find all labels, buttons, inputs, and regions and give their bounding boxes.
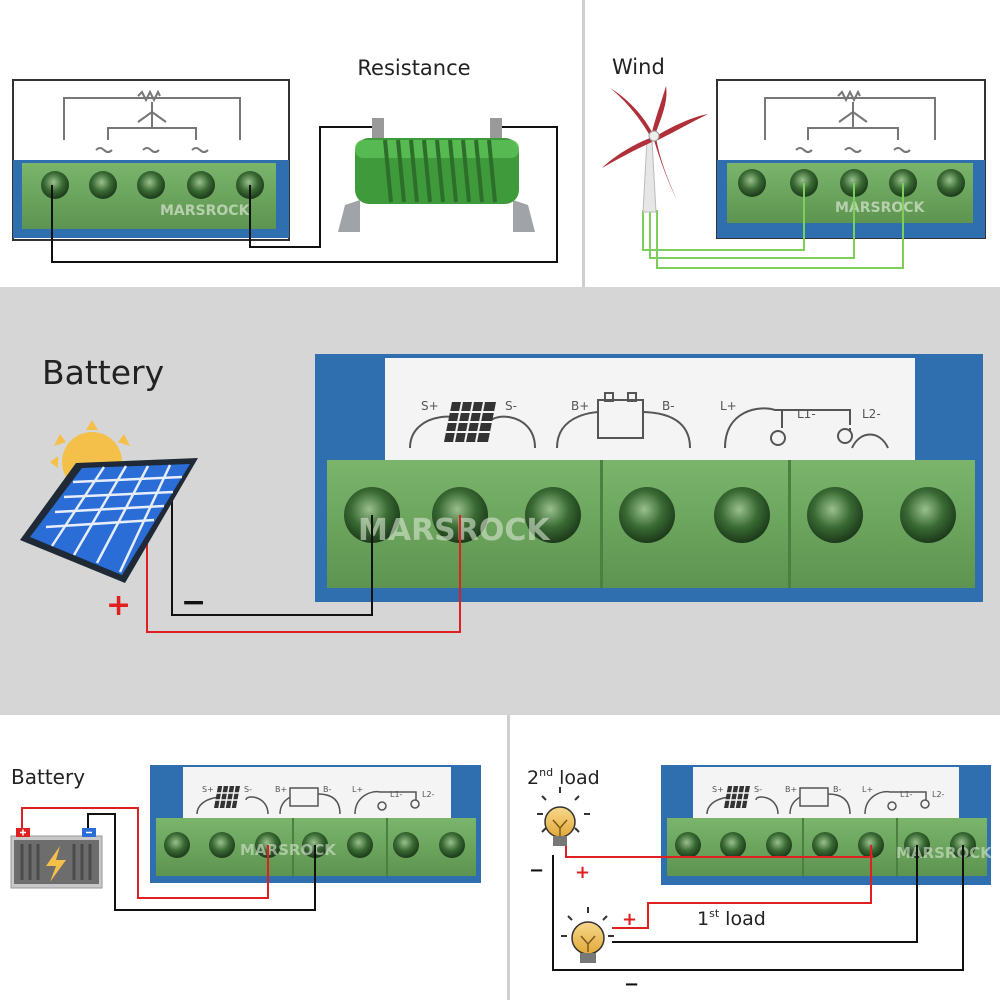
terminal-label-b-plus: B+ [275, 785, 287, 794]
load1-plus-sign: + [622, 909, 637, 930]
solar-minus-sign: − [181, 585, 206, 620]
terminal-label-l-plus: L+ [862, 785, 873, 794]
solar-battery-label: Battery [42, 353, 164, 392]
terminal-label-l1-minus: L1- [900, 790, 913, 799]
battery-panel: S+ S- B+ B- L+ L1- L2- MARSROCK [10, 765, 481, 911]
first-load-label: 1st load [697, 907, 766, 930]
battery-icon [10, 828, 103, 889]
terminal-label-b-minus: B- [323, 785, 331, 794]
face-symbols [409, 392, 889, 449]
load1-minus-sign: − [624, 974, 639, 995]
load2-negative-wire [552, 845, 964, 971]
terminal-label-s-plus: S+ [712, 785, 724, 794]
bulb-icon-first-load [561, 907, 614, 963]
wind-turbine-icon [602, 86, 708, 213]
terminal-label-s-minus: S- [505, 399, 517, 413]
battery-label: Battery [11, 765, 85, 789]
divider-top [582, 0, 585, 287]
terminal-label-s-minus: S- [244, 785, 252, 794]
terminal-label-l2-minus: L2- [862, 407, 881, 421]
battery-negative-wire [87, 813, 316, 911]
terminal-label-s-plus: S+ [421, 399, 439, 413]
wind-label: Wind [612, 55, 665, 79]
resistor-wire-1 [51, 126, 558, 263]
watermark: MARSROCK [160, 203, 251, 219]
divider-bottom [507, 715, 510, 1000]
solar-panel-icon [20, 420, 198, 583]
watermark: MARSROCK [240, 841, 337, 859]
terminal-label-s-plus: S+ [202, 785, 214, 794]
wind-resistor-symbol [63, 89, 241, 153]
load2-positive-wire [565, 845, 873, 858]
terminal-label-s-minus: S- [754, 785, 762, 794]
terminal-label-b-minus: B- [662, 399, 675, 413]
wind-panel: MARSROCK [602, 79, 986, 269]
load1-positive-wire [612, 845, 872, 929]
watermark: MARSROCK [896, 844, 993, 862]
solar-plus-sign: + [106, 588, 131, 623]
solar-negative-wire [171, 490, 373, 616]
terminal-label-l1-minus: L1- [797, 407, 816, 421]
load2-plus-sign: + [575, 862, 590, 883]
terminal-screws [344, 487, 956, 543]
terminal-label-b-minus: B- [833, 785, 841, 794]
terminal-label-l-plus: L+ [720, 399, 737, 413]
solar-grid-symbol [444, 401, 496, 443]
resistance-label: Resistance [357, 56, 470, 80]
terminal-label-l1-minus: L1- [390, 790, 403, 799]
watermark: MARSROCK [358, 513, 551, 548]
terminal-label-l2-minus: L2- [422, 790, 435, 799]
load2-minus-sign: − [529, 860, 544, 881]
resistor-wire-2 [249, 126, 380, 248]
resistor-icon [338, 118, 535, 232]
terminal-label-l2-minus: L2- [932, 790, 945, 799]
battery-positive-wire [21, 807, 269, 899]
terminal-label-l-plus: L+ [352, 785, 363, 794]
watermark: MARSROCK [835, 200, 926, 216]
terminal-label-b-plus: B+ [785, 785, 797, 794]
second-load-label: 2nd load [527, 766, 600, 789]
load1-negative-wire [612, 845, 918, 943]
solar-positive-wire [146, 515, 461, 633]
wind-resistor-symbol [764, 89, 936, 153]
loads-panel: S+ S- B+ B- L+ L1- L2- MARSROCK + − [529, 765, 993, 995]
solar-panel: S+ S- B+ B- L+ L1- L2- MARSROCK [20, 354, 983, 633]
bulb-icon-second-load [537, 787, 590, 846]
terminal-label-b-plus: B+ [571, 399, 589, 413]
terminal-screws [738, 169, 965, 197]
resistance-panel: MARSROCK [12, 79, 558, 263]
wind-wires [642, 183, 904, 269]
